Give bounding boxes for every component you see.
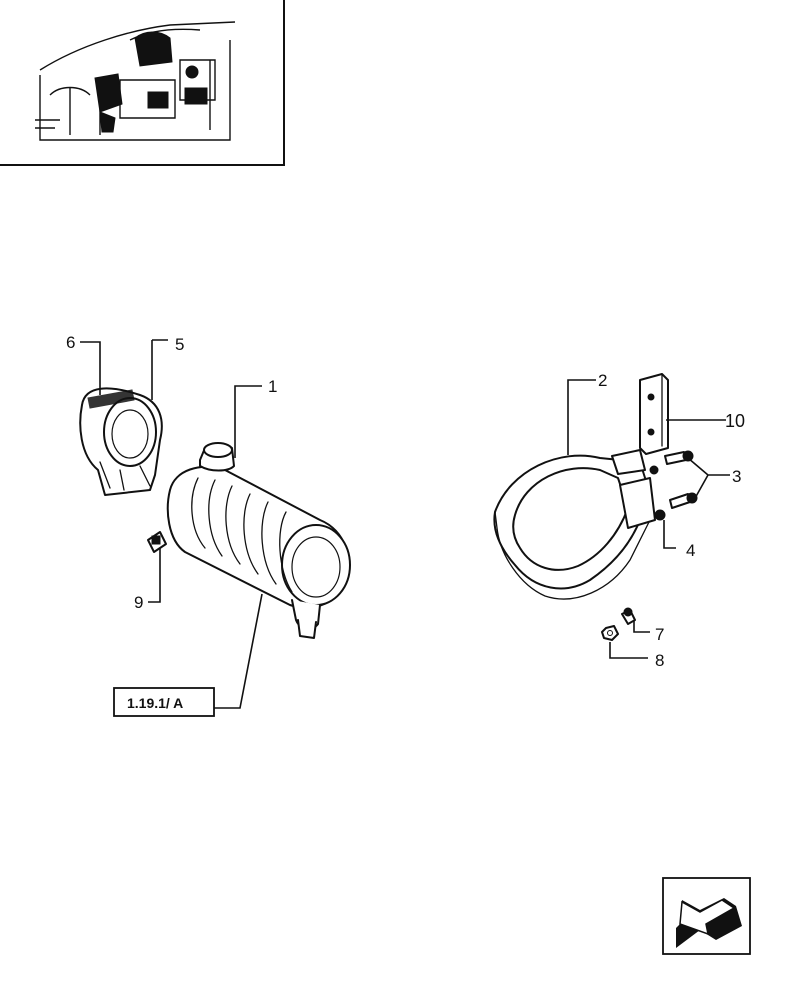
callout-9: 9: [134, 593, 143, 612]
mounting-strap-part: [493, 449, 656, 600]
callout-6: 6: [66, 333, 75, 352]
bolt-parts: [649, 450, 698, 521]
connector-part: [147, 531, 167, 553]
leader-lines: [80, 339, 730, 709]
engine-thumbnail-icon[interactable]: [0, 0, 285, 166]
next-page-arrow-icon[interactable]: [662, 877, 751, 955]
angle-bracket-part: [639, 373, 669, 455]
air-filter-housing-part: [166, 442, 351, 639]
callout-3: 3: [732, 467, 741, 486]
callout-4: 4: [686, 541, 695, 560]
callout-2: 2: [598, 371, 607, 390]
reference-box[interactable]: 1.19.1/ A: [113, 687, 215, 717]
callout-7: 7: [655, 625, 664, 644]
hose-clamp-part: [79, 387, 163, 496]
screw-nut-parts: [601, 607, 636, 641]
callout-10: 10: [725, 411, 745, 431]
callout-8: 8: [655, 651, 664, 670]
reference-label: 1.19.1/ A: [127, 695, 183, 711]
callout-1: 1: [268, 377, 277, 396]
callout-5: 5: [175, 335, 184, 354]
callout-labels: 6 5 1 9 2 10 3 4 7 8: [66, 333, 745, 670]
